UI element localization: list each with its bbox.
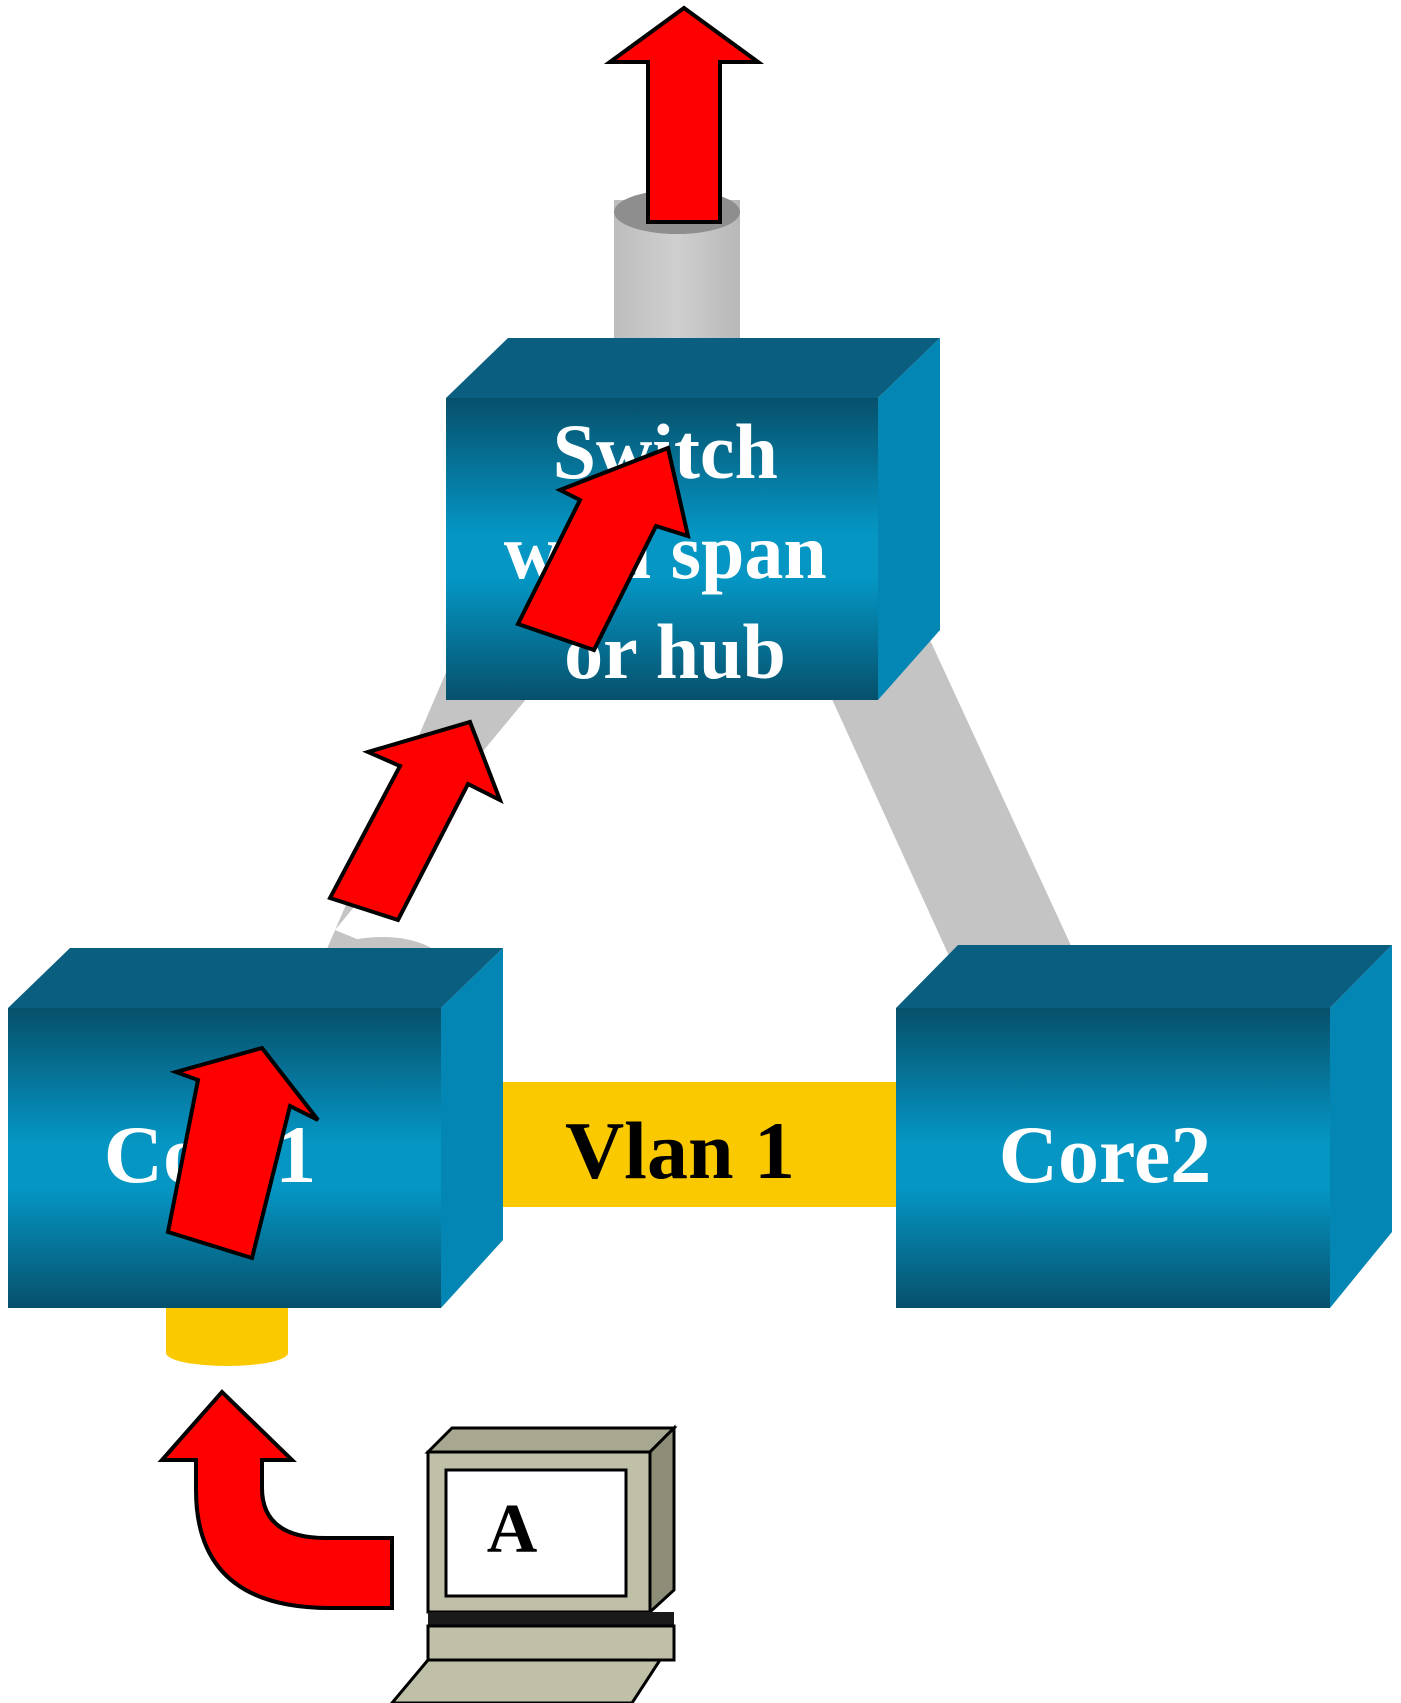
pc-screen [444, 1468, 628, 1598]
traffic-arrow-core1-to-switch [327, 719, 504, 923]
core2-side-face [1330, 945, 1392, 1308]
core2-top-face [896, 945, 1392, 1008]
vlan-link: Vlan 1 [414, 1082, 920, 1207]
switch-side-face [878, 338, 940, 700]
pc-monitor-top [424, 1426, 678, 1454]
pc-keyboard [390, 1658, 663, 1703]
pc-a: A [390, 1424, 678, 1703]
link-core2-switch [805, 640, 1080, 980]
core1-access-port [166, 1305, 288, 1366]
traffic-arrow-pc-to-core1 [157, 1389, 394, 1610]
core2-front-face [896, 1008, 1330, 1308]
pc-base-band [428, 1612, 674, 1626]
switch-device: Switch with span or hub [446, 338, 940, 700]
switch-top-face [446, 338, 940, 398]
core1-top-face [8, 948, 503, 1008]
pc-base [426, 1624, 676, 1662]
pc-monitor-side [648, 1424, 676, 1616]
traffic-arrow-in-switch [515, 445, 691, 653]
core2-label: Core2 [999, 1109, 1212, 1200]
link-core1-switch [320, 640, 575, 975]
traffic-arrow-in-core1 [165, 1045, 320, 1261]
traffic-arrow-up-out [603, 5, 765, 224]
core2-device: Core2 [896, 945, 1392, 1308]
vlan-label: Vlan 1 [565, 1105, 795, 1196]
pc-label: A [487, 1491, 538, 1568]
core1-side-face [441, 948, 503, 1308]
